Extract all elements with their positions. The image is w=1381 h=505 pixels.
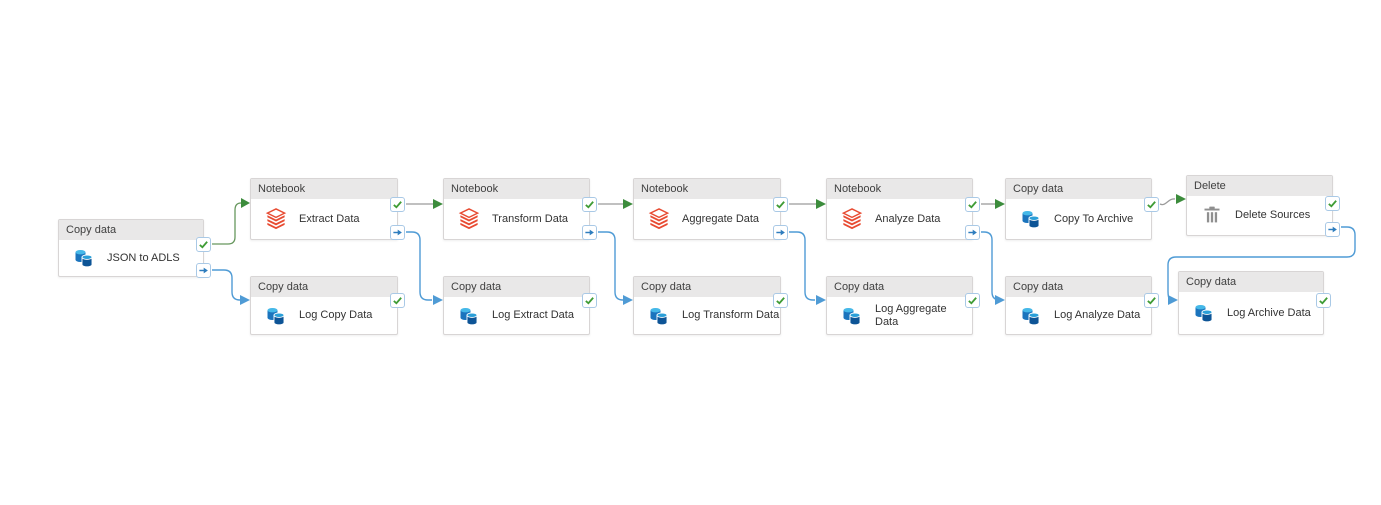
arrowhead-completion-analyze-to-log-analyze bbox=[995, 295, 1005, 305]
activity-type-label: Notebook bbox=[634, 179, 780, 199]
success-port-badge[interactable] bbox=[196, 237, 211, 252]
completion-port-badge[interactable] bbox=[1325, 222, 1340, 237]
activity-type-label: Copy data bbox=[1179, 272, 1323, 292]
activity-type-label: Notebook bbox=[444, 179, 589, 199]
activity-node-transform-data[interactable]: Notebook Transform Data bbox=[443, 178, 597, 240]
success-port-badge[interactable] bbox=[1144, 197, 1159, 212]
activity-node-log-copy-data[interactable]: Copy data Log Copy Data bbox=[250, 276, 405, 335]
connector-completion-aggregate-to-log-aggregate[interactable] bbox=[789, 231, 815, 301]
arrowhead-success-archive-to-delete bbox=[1176, 194, 1186, 204]
activity-type-label: Notebook bbox=[827, 179, 972, 199]
arrowhead-success-analyze-to-archive bbox=[995, 199, 1005, 209]
arrowhead-completion-extract-to-log-extract bbox=[433, 295, 443, 305]
activity-name: Extract Data bbox=[299, 212, 360, 225]
activity-name: Log Archive Data bbox=[1227, 306, 1311, 319]
activity-node-extract-data[interactable]: Notebook Extract Data bbox=[250, 178, 405, 240]
activity-type-label: Copy data bbox=[444, 277, 589, 297]
activity-node-aggregate-data[interactable]: Notebook Aggregate Data bbox=[633, 178, 788, 240]
activity-type-label: Delete bbox=[1187, 176, 1332, 196]
success-port-badge[interactable] bbox=[965, 197, 980, 212]
activity-name: JSON to ADLS bbox=[107, 251, 180, 264]
activity-node-json-to-adls[interactable]: Copy data JSON to ADLS bbox=[58, 219, 211, 278]
arrowhead-completion-delete-to-log-archive bbox=[1168, 295, 1178, 305]
arrowhead-success-transform-to-aggregate bbox=[623, 199, 633, 209]
activity-name: Delete Sources bbox=[1235, 209, 1311, 221]
activity-node-log-transform-data[interactable]: Copy data Log Transform Data bbox=[633, 276, 788, 335]
activity-node-log-analyze-data[interactable]: Copy data Log Analyze Data bbox=[1005, 276, 1159, 335]
success-port-badge[interactable] bbox=[390, 293, 405, 308]
arrowhead-completion-json-to-log-copy bbox=[240, 295, 250, 305]
activity-name: Log Transform Data bbox=[682, 309, 780, 321]
activity-name: Copy To Archive bbox=[1054, 212, 1134, 225]
arrowhead-completion-aggregate-to-log-aggregate bbox=[816, 295, 826, 305]
activity-node-log-extract-data[interactable]: Copy data Log Extract Data bbox=[443, 276, 597, 335]
arrowhead-completion-transform-to-log-transform bbox=[623, 295, 633, 305]
copy-data-icon bbox=[264, 307, 288, 325]
databricks-notebook-icon bbox=[457, 208, 481, 230]
completion-port-badge[interactable] bbox=[582, 225, 597, 240]
success-port-badge[interactable] bbox=[965, 293, 980, 308]
activity-name: Log Aggregate Data bbox=[875, 302, 947, 328]
activity-node-log-archive-data[interactable]: Copy data Log Archive Data bbox=[1178, 271, 1331, 335]
success-port-badge[interactable] bbox=[773, 197, 788, 212]
connector-success-archive-to-delete[interactable] bbox=[1159, 198, 1176, 206]
activity-type-label: Copy data bbox=[1006, 179, 1151, 199]
activity-type-label: Notebook bbox=[251, 179, 397, 199]
trash-icon bbox=[1200, 206, 1224, 225]
copy-data-icon bbox=[1019, 210, 1043, 228]
success-port-badge[interactable] bbox=[773, 293, 788, 308]
connector-completion-extract-to-log-extract[interactable] bbox=[406, 231, 432, 301]
connector-success-json-to-extract[interactable] bbox=[212, 202, 242, 245]
arrowhead-success-json-to-extract bbox=[241, 198, 250, 208]
activity-name: Log Extract Data bbox=[492, 309, 574, 321]
success-port-badge[interactable] bbox=[390, 197, 405, 212]
activity-type-label: Copy data bbox=[251, 277, 397, 297]
activity-name: Log Copy Data bbox=[299, 309, 373, 321]
copy-data-icon bbox=[1192, 304, 1216, 322]
success-port-badge[interactable] bbox=[1316, 293, 1331, 308]
success-port-badge[interactable] bbox=[1325, 196, 1340, 211]
activity-type-label: Copy data bbox=[634, 277, 780, 297]
activity-name: Log Analyze Data bbox=[1054, 309, 1141, 321]
arrowhead-success-aggregate-to-analyze bbox=[816, 199, 826, 209]
connector-completion-delete-to-log-archive[interactable] bbox=[1167, 226, 1356, 301]
copy-data-icon bbox=[647, 307, 671, 325]
copy-data-icon bbox=[1019, 307, 1043, 325]
connector-completion-transform-to-log-transform[interactable] bbox=[598, 231, 624, 301]
connector-completion-json-to-log-copy[interactable] bbox=[212, 269, 241, 301]
activity-node-log-aggregate-data[interactable]: Copy data Log Aggregate Data bbox=[826, 276, 980, 335]
completion-port-badge[interactable] bbox=[390, 225, 405, 240]
completion-port-badge[interactable] bbox=[773, 225, 788, 240]
completion-port-badge[interactable] bbox=[965, 225, 980, 240]
activity-name: Aggregate Data bbox=[682, 212, 760, 225]
activity-node-analyze-data[interactable]: Notebook Analyze Data bbox=[826, 178, 980, 240]
activity-type-label: Copy data bbox=[1006, 277, 1151, 297]
success-port-badge[interactable] bbox=[1144, 293, 1159, 308]
copy-data-icon bbox=[840, 307, 864, 325]
completion-port-badge[interactable] bbox=[196, 263, 211, 278]
databricks-notebook-icon bbox=[840, 208, 864, 230]
success-port-badge[interactable] bbox=[582, 293, 597, 308]
activity-name: Analyze Data bbox=[875, 212, 941, 225]
activity-node-delete-sources[interactable]: Delete Delete Sources bbox=[1186, 175, 1340, 237]
databricks-notebook-icon bbox=[647, 208, 671, 230]
copy-data-icon bbox=[72, 249, 96, 267]
activity-type-label: Copy data bbox=[827, 277, 972, 297]
activity-type-label: Copy data bbox=[59, 220, 203, 240]
databricks-notebook-icon bbox=[264, 208, 288, 230]
copy-data-icon bbox=[457, 307, 481, 325]
arrowhead-success-extract-to-transform bbox=[433, 199, 443, 209]
connector-completion-analyze-to-log-analyze[interactable] bbox=[981, 231, 1001, 301]
activity-name: Transform Data bbox=[492, 212, 569, 225]
activity-node-copy-to-archive[interactable]: Copy data Copy To Archive bbox=[1005, 178, 1159, 240]
success-port-badge[interactable] bbox=[582, 197, 597, 212]
